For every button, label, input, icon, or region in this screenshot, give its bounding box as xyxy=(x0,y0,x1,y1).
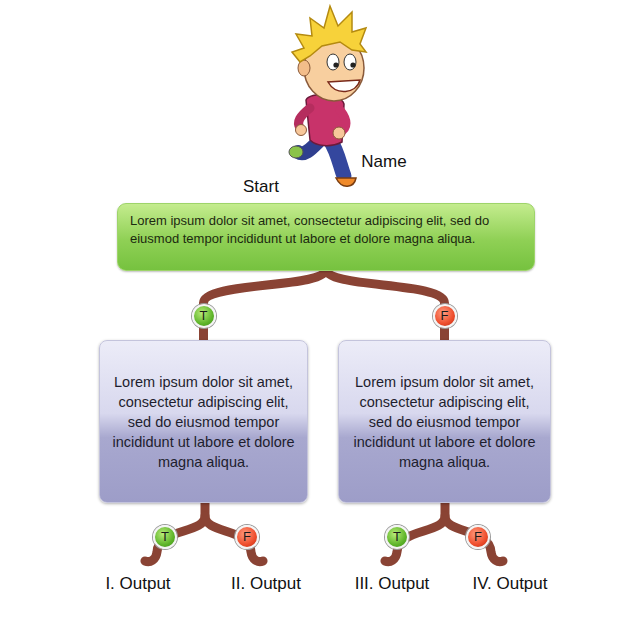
decision-box: Lorem ipsum dolor sit amet, consectetur … xyxy=(338,340,551,503)
branch-connector xyxy=(326,269,445,342)
branch-badge: F xyxy=(466,525,490,549)
branch-badge: F xyxy=(433,304,457,328)
output-label: III. Output xyxy=(355,574,430,594)
output-label: I. Output xyxy=(105,574,170,594)
branch-badge: T xyxy=(385,525,409,549)
output-label: IV. Output xyxy=(473,574,548,594)
branch-badge: F xyxy=(235,525,259,549)
bottom-branches xyxy=(145,500,503,562)
start-label: Start xyxy=(243,177,279,197)
name-label: Name xyxy=(361,152,406,172)
branch-badge: T xyxy=(153,525,177,549)
branch-connector xyxy=(204,269,327,342)
box-text: Lorem ipsum dolor sit amet, consectetur … xyxy=(347,372,542,472)
running-boy xyxy=(289,6,366,186)
output-label: II. Output xyxy=(231,574,301,594)
box-text: Lorem ipsum dolor sit amet, consectetur … xyxy=(108,372,299,472)
box-text: Lorem ipsum dolor sit amet, consectetur … xyxy=(130,212,522,248)
decision-box: Lorem ipsum dolor sit amet, consectetur … xyxy=(99,340,308,503)
start-box: StartLorem ipsum dolor sit amet, consect… xyxy=(117,203,535,271)
branch-badge: T xyxy=(192,304,216,328)
